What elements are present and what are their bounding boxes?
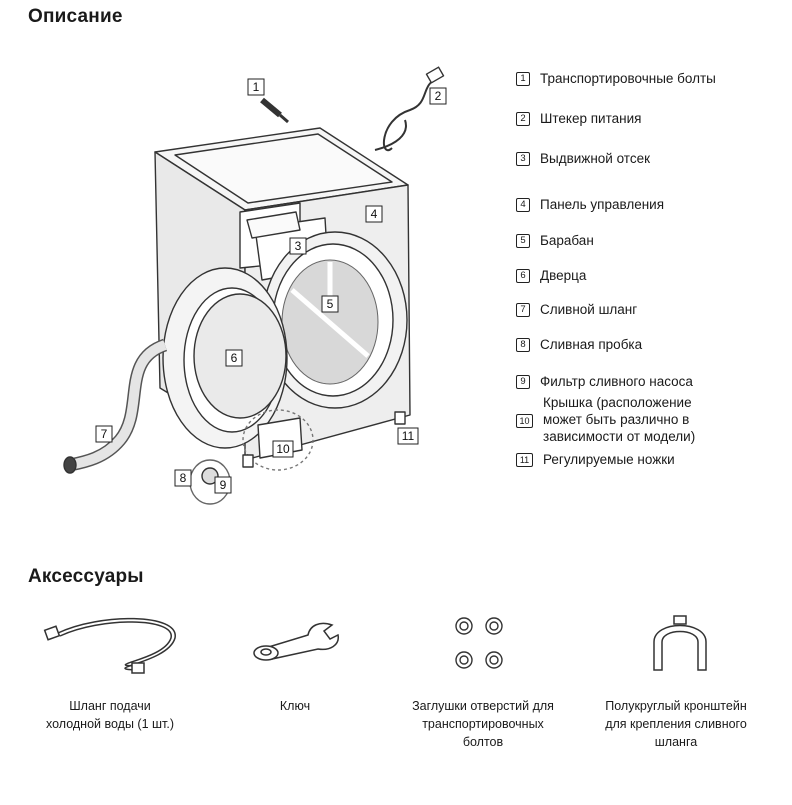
- legend-label: Фильтр сливного насоса: [540, 374, 693, 389]
- legend-label: Выдвижной отсек: [540, 151, 650, 166]
- legend-item: 1 Транспортировочные болты: [516, 70, 716, 87]
- legend-item: 6 Дверца: [516, 267, 586, 284]
- legend-number: 2: [516, 112, 530, 126]
- callout-3: 3: [289, 237, 307, 255]
- accessory-label-caps: Заглушки отверстий для транспортировочны…: [412, 699, 554, 749]
- callout-8: 8: [174, 469, 192, 487]
- accessory-label-bracket: Полукруглый кронштейн для крепления слив…: [605, 699, 747, 749]
- legend-number: 1: [516, 72, 530, 86]
- caps-icon: [455, 617, 503, 669]
- accessory-label-wrench: Ключ: [279, 699, 311, 713]
- callout-5: 5: [321, 295, 339, 313]
- callout-2: 2: [429, 87, 447, 105]
- legend-label: Регулируемые ножки: [543, 452, 675, 467]
- legend-label: Панель управления: [540, 197, 665, 212]
- legend-item: 2 Штекер питания: [516, 110, 641, 127]
- legend-number: 7: [516, 303, 530, 317]
- legend-number: 3: [516, 152, 530, 166]
- legend-label: Транспортировочные болты: [540, 71, 716, 86]
- legend-item: 7 Сливной шланг: [516, 301, 637, 318]
- callout-1: 1: [247, 78, 265, 96]
- callout-6: 6: [225, 349, 243, 367]
- legend-number: 8: [516, 338, 530, 352]
- svg-text:7: 7: [101, 427, 108, 441]
- callout-9: 9: [214, 476, 232, 494]
- legend-label: Сливной шланг: [540, 302, 638, 317]
- bracket-icon: [653, 615, 707, 671]
- legend-number: 11: [516, 453, 533, 467]
- svg-text:10: 10: [276, 442, 290, 456]
- legend-number: 6: [516, 269, 530, 283]
- svg-text:4: 4: [371, 207, 378, 221]
- legend-number: 10: [516, 413, 533, 428]
- wrench-icon: [253, 622, 339, 661]
- svg-text:11: 11: [402, 429, 415, 443]
- svg-text:5: 5: [327, 297, 334, 311]
- section-title-description: Описание: [28, 6, 123, 27]
- legend-item: 4 Панель управления: [516, 196, 664, 213]
- callout-10: 10: [272, 440, 294, 458]
- svg-text:2: 2: [435, 89, 442, 103]
- legend-label: Крышка (расположение может быть различно…: [543, 395, 696, 444]
- legend-label: Дверца: [540, 268, 587, 283]
- legend-item: 10 Крышка (расположение может быть различ…: [516, 394, 695, 445]
- svg-text:8: 8: [180, 471, 187, 485]
- legend-number: 4: [516, 198, 530, 212]
- legend-item: 5 Барабан: [516, 232, 594, 249]
- legend-label: Штекер питания: [540, 111, 642, 126]
- svg-text:3: 3: [295, 239, 302, 253]
- washing-machine-illustration: 1 2 3 4 5 6 7 8 9 10 11: [63, 66, 447, 505]
- callout-11: 11: [397, 427, 419, 445]
- legend-number: 9: [516, 375, 530, 389]
- legend-item: 11 Регулируемые ножки: [516, 451, 675, 468]
- legend-item: 8 Сливная пробка: [516, 336, 642, 353]
- callout-7: 7: [95, 425, 113, 443]
- svg-text:6: 6: [231, 351, 238, 365]
- accessory-label-hose: Шланг подачи холодной воды (1 шт.): [45, 699, 175, 731]
- callout-4: 4: [365, 205, 383, 223]
- legend-item: 9 Фильтр сливного насоса: [516, 373, 693, 390]
- legend-number: 5: [516, 234, 530, 248]
- svg-text:1: 1: [253, 80, 260, 94]
- hose-icon: [43, 617, 176, 674]
- legend-item: 3 Выдвижной отсек: [516, 150, 650, 167]
- legend-label: Сливная пробка: [540, 337, 643, 352]
- svg-text:9: 9: [220, 478, 227, 492]
- section-title-accessories: Аксессуары: [28, 566, 144, 587]
- legend-label: Барабан: [540, 233, 594, 248]
